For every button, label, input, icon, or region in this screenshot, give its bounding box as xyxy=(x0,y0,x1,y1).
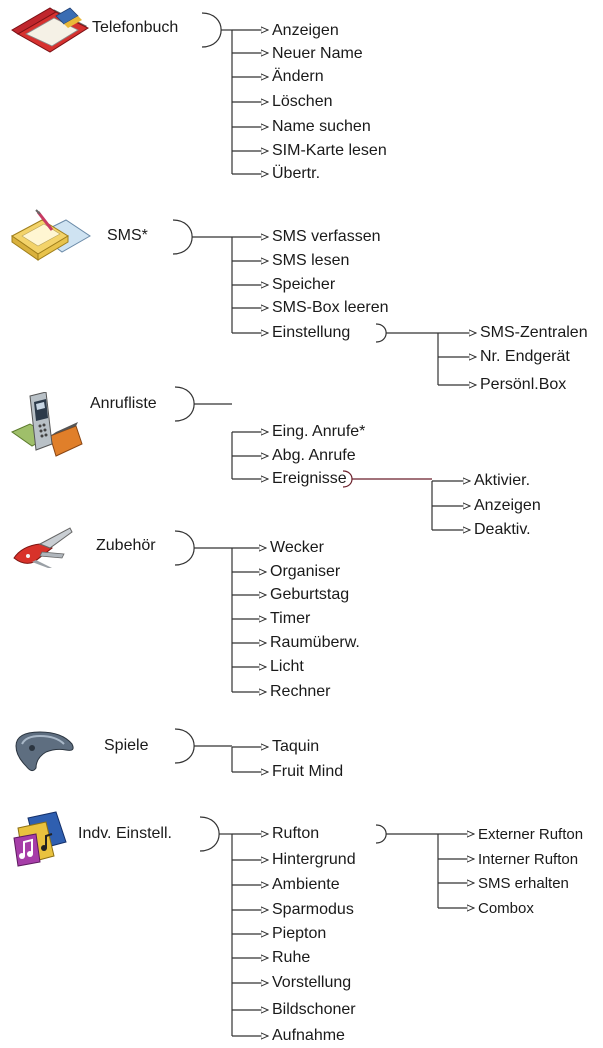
bracket-connector xyxy=(375,323,387,343)
bracket-connector xyxy=(199,816,220,852)
menu-label-sms: SMS* xyxy=(107,227,148,244)
menu-item: Abg. Anrufe xyxy=(272,447,356,464)
menu-item: Rufton xyxy=(272,825,320,842)
submenu-item: SMS erhalten xyxy=(478,875,569,892)
menu-item: Aufnahme xyxy=(272,1027,345,1044)
mobile-phone-icon xyxy=(10,392,83,457)
gamepad-icon xyxy=(15,731,74,772)
menu-item: Vorstellung xyxy=(272,974,352,991)
menu-item: Taquin xyxy=(272,738,320,755)
menu-item: Ereignisse xyxy=(272,470,347,487)
menu-item: Hintergrund xyxy=(272,851,356,868)
bracket-connector xyxy=(201,12,222,48)
menu-item: Ändern xyxy=(272,68,324,85)
bracket-connector xyxy=(172,219,193,255)
menu-item: Wecker xyxy=(270,539,324,556)
menu-label-zubehoer: Zubehör xyxy=(96,537,156,554)
submenu-item: Interner Rufton xyxy=(478,851,579,868)
menu-item: Ambiente xyxy=(272,876,340,893)
menu-item: Organiser xyxy=(270,563,341,580)
menu-item: Fruit Mind xyxy=(272,763,344,780)
submenu-item: Deaktiv. xyxy=(474,521,531,538)
menu-item: Übertr. xyxy=(272,165,321,182)
menu-item: Ruhe xyxy=(272,949,311,966)
phonebook-icon xyxy=(11,7,90,53)
menu-label-telefonbuch: Telefonbuch xyxy=(92,19,179,36)
menu-item: Einstellung xyxy=(272,324,351,341)
menu-item: SMS verfassen xyxy=(272,228,381,245)
submenu-item: Externer Rufton xyxy=(478,826,584,843)
menu-item: SIM-Karte lesen xyxy=(272,142,387,159)
menu-item: Timer xyxy=(270,610,311,627)
bracket-connector xyxy=(174,530,195,566)
sms-notepad-icon xyxy=(11,209,91,261)
menu-item: Raumüberw. xyxy=(270,634,360,651)
submenu-item: Anzeigen xyxy=(474,497,541,514)
swiss-knife-icon xyxy=(13,527,73,568)
menu-item: Eing. Anrufe* xyxy=(272,423,366,440)
music-notes-icon xyxy=(13,811,67,867)
submenu-item: Persönl.Box xyxy=(480,376,567,393)
bracket-connector xyxy=(174,386,195,422)
submenu-item: Nr. Endgerät xyxy=(480,348,570,365)
menu-item: Licht xyxy=(270,658,304,675)
menu-item: Bildschoner xyxy=(272,1001,356,1018)
menu-item: Speicher xyxy=(272,276,336,293)
menu-item: SMS lesen xyxy=(272,252,350,269)
menu-item: Name suchen xyxy=(272,118,371,135)
bracket-connector xyxy=(174,728,195,764)
menu-item: Sparmodus xyxy=(272,901,354,918)
menu-item: Geburtstag xyxy=(270,586,350,603)
menu-item: Piepton xyxy=(272,925,327,942)
menu-item: Rechner xyxy=(270,683,331,700)
submenu-item: SMS-Zentralen xyxy=(480,324,588,341)
menu-item: Anzeigen xyxy=(272,22,339,39)
submenu-item: Combox xyxy=(478,900,534,917)
menu-item: Löschen xyxy=(272,93,333,110)
submenu-item: Aktivier. xyxy=(474,472,531,489)
bracket-connector xyxy=(375,824,387,844)
menu-item: Neuer Name xyxy=(272,45,363,62)
menu-label-anrufliste: Anrufliste xyxy=(90,395,157,412)
menu-item: SMS-Box leeren xyxy=(272,299,389,316)
menu-label-indv-einstell: Indv. Einstell. xyxy=(78,825,172,842)
menu-label-spiele: Spiele xyxy=(104,737,149,754)
